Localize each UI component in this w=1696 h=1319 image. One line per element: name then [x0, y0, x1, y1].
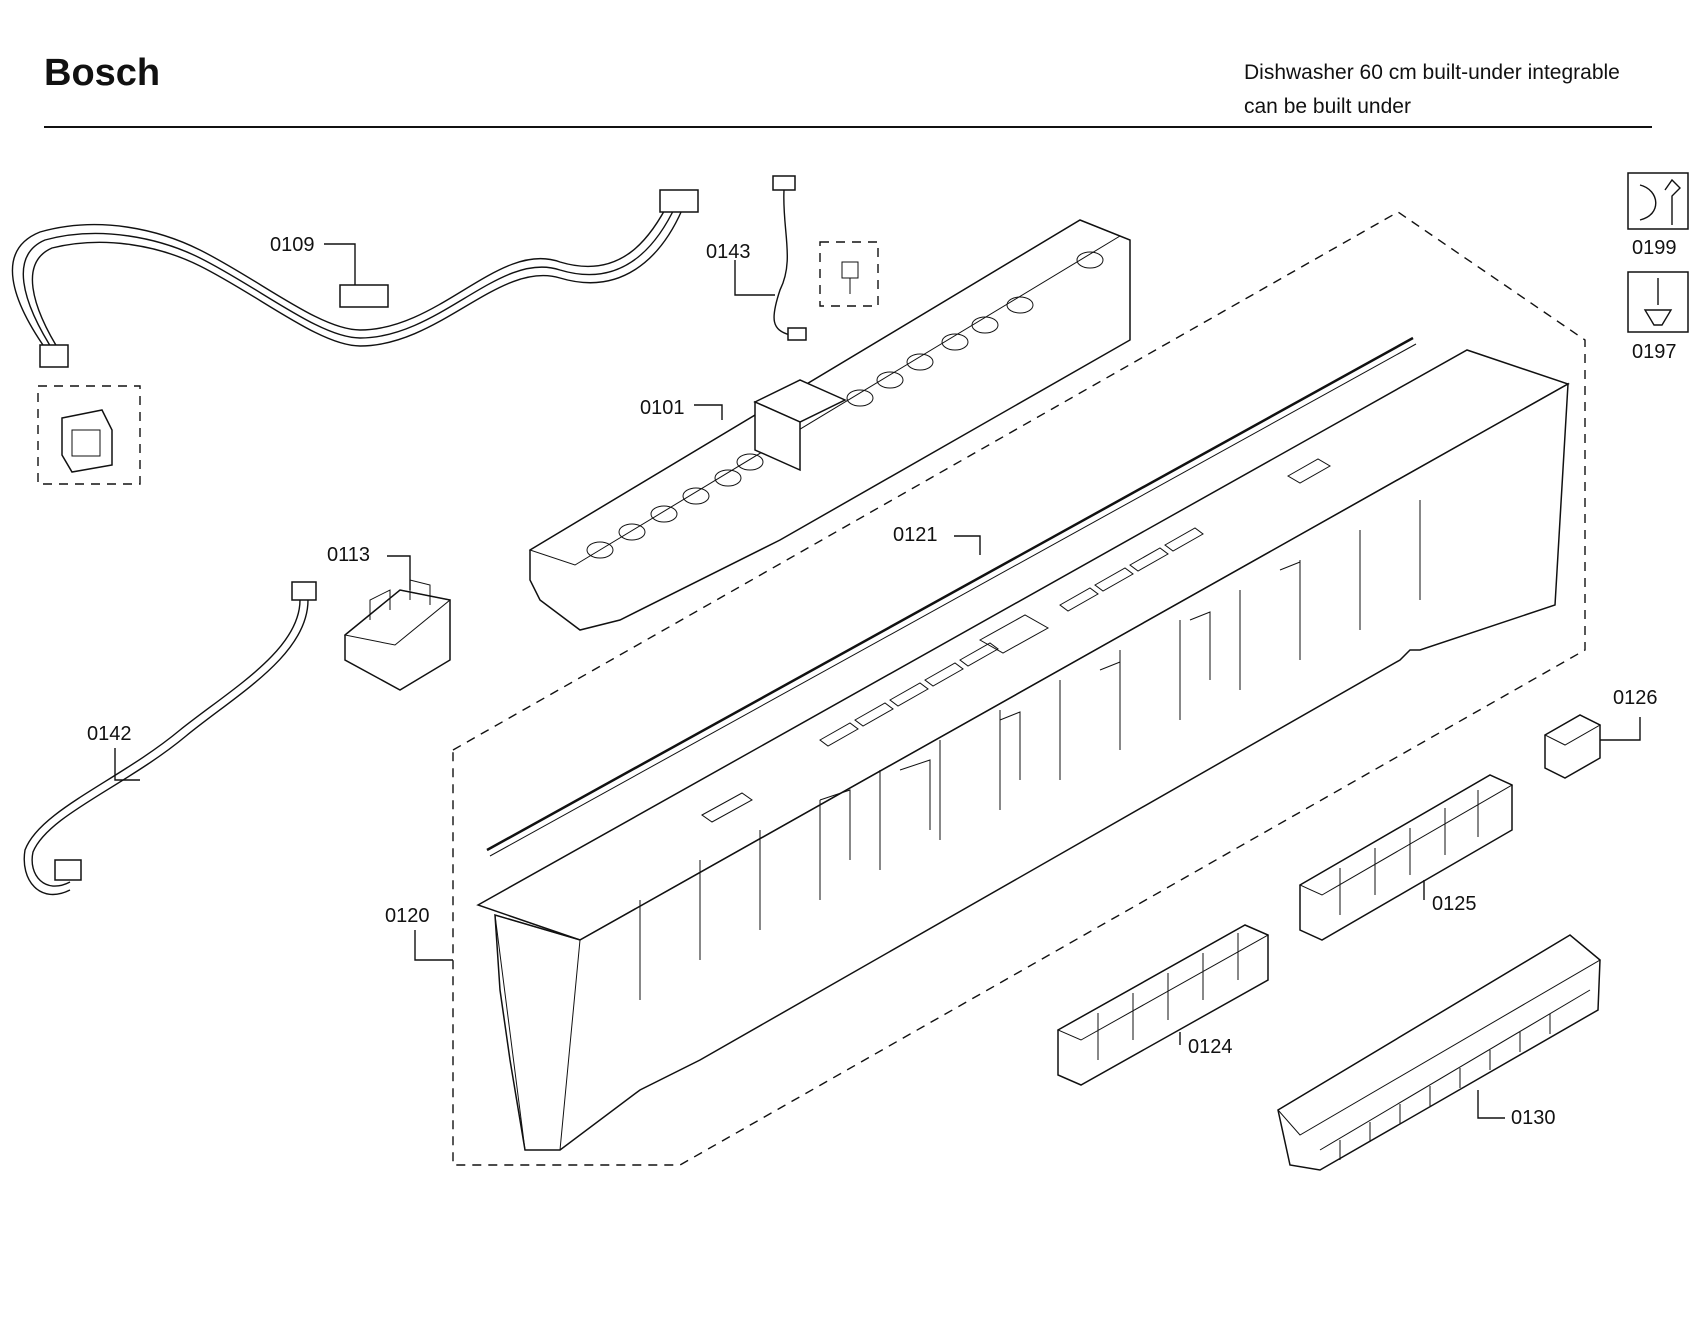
button-row-six-part [1298, 774, 1514, 941]
callout-0197: 0197 [1632, 341, 1677, 363]
callout-0121: 0121 [893, 524, 938, 546]
wiring-harness-part [11, 189, 699, 368]
cable-part [23, 581, 317, 896]
callout-0143: 0143 [706, 241, 751, 263]
header-divider [44, 126, 1652, 128]
description-line-1: Dishwasher 60 cm built-under integrable [1244, 61, 1620, 84]
button-cap-single-part [1543, 714, 1602, 779]
appliance-description: Dishwasher 60 cm built-under integrable … [1244, 56, 1664, 124]
control-module-part [528, 219, 1131, 631]
callout-0109: 0109 [270, 234, 315, 256]
callout-0120: 0120 [385, 905, 430, 927]
callout-0124: 0124 [1188, 1036, 1233, 1058]
wrench-icon [1627, 172, 1689, 230]
description-line-2: can be built under [1244, 95, 1411, 118]
gasket-strip-part [486, 336, 1417, 857]
button-row-five-part [1056, 924, 1270, 1086]
callout-0101: 0101 [640, 397, 685, 419]
callout-0125: 0125 [1432, 893, 1477, 915]
callout-0130: 0130 [1511, 1107, 1556, 1129]
screwdriver-icon [1627, 271, 1689, 333]
control-panel-housing-part [476, 349, 1570, 1151]
switch-part [343, 579, 452, 691]
leader-lines [114, 243, 1641, 1119]
connector-detail-part [37, 385, 141, 485]
brand-title: Bosch [44, 52, 161, 94]
callout-0126: 0126 [1613, 687, 1658, 709]
callout-0142: 0142 [87, 723, 132, 745]
assembly-boundary [452, 211, 1586, 1166]
callout-0199: 0199 [1632, 237, 1677, 259]
panel-cover-part [1277, 934, 1601, 1171]
callout-0113: 0113 [327, 544, 370, 566]
sensor-cable-part [772, 175, 879, 341]
